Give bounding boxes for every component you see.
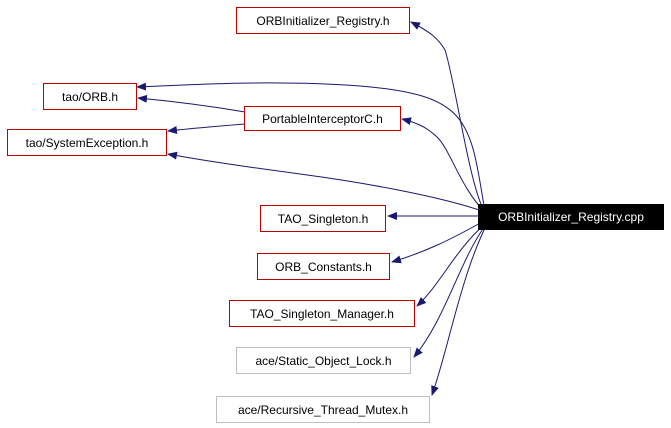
- node-portableinterceptorc-h[interactable]: PortableInterceptorC.h: [244, 106, 401, 131]
- root-node-label: ORBInitializer_Registry.cpp: [498, 210, 644, 224]
- edge-pic-h-to-tao-orb: [137, 94, 246, 113]
- node-label: ace/Recursive_Thread_Mutex.h: [237, 402, 409, 417]
- node-tao-singleton-h[interactable]: TAO_Singleton.h: [260, 205, 386, 232]
- node-orbinitializer-registry-h[interactable]: ORBInitializer_Registry.h: [236, 7, 410, 34]
- edge-root-to-orbinit-h: [410, 21, 486, 213]
- node-label: ORB_Constants.h: [275, 259, 372, 274]
- node-tao-singleton-manager-h[interactable]: TAO_Singleton_Manager.h: [229, 300, 415, 327]
- node-ace-static-object-lock-h[interactable]: ace/Static_Object_Lock.h: [236, 347, 411, 374]
- node-label: ORBInitializer_Registry.h: [256, 13, 390, 28]
- node-tao-systemexception-h[interactable]: tao/SystemException.h: [7, 129, 167, 156]
- node-orbinitializer-registry-cpp[interactable]: ORBInitializer_Registry.cpp: [478, 204, 664, 230]
- edge-root-to-recursive-mutex: [431, 227, 486, 396]
- edge-layer: [136, 21, 486, 396]
- edge-root-to-tao-sysexc: [167, 151, 486, 213]
- node-label: TAO_Singleton.h: [277, 211, 369, 226]
- edge-root-to-tao-singleton-mgr: [416, 223, 486, 307]
- edge-pic-h-to-tao-sysexc: [167, 123, 246, 134]
- node-label: PortableInterceptorC.h: [262, 111, 383, 126]
- node-tao-orb-h[interactable]: tao/ORB.h: [43, 83, 137, 110]
- node-label: tao/SystemException.h: [25, 135, 149, 150]
- edge-root-to-tao-orb: [136, 82, 486, 213]
- node-ace-recursive-thread-mutex-h[interactable]: ace/Recursive_Thread_Mutex.h: [216, 396, 430, 423]
- edge-root-to-pic-h: [401, 117, 486, 213]
- node-orb-constants-h[interactable]: ORB_Constants.h: [257, 253, 390, 280]
- node-label: ace/Static_Object_Lock.h: [255, 353, 392, 368]
- edge-root-to-static-lock: [413, 225, 486, 358]
- node-label: tao/ORB.h: [61, 89, 119, 104]
- node-label: TAO_Singleton_Manager.h: [250, 306, 394, 321]
- edge-root-to-orb-constants: [391, 221, 483, 264]
